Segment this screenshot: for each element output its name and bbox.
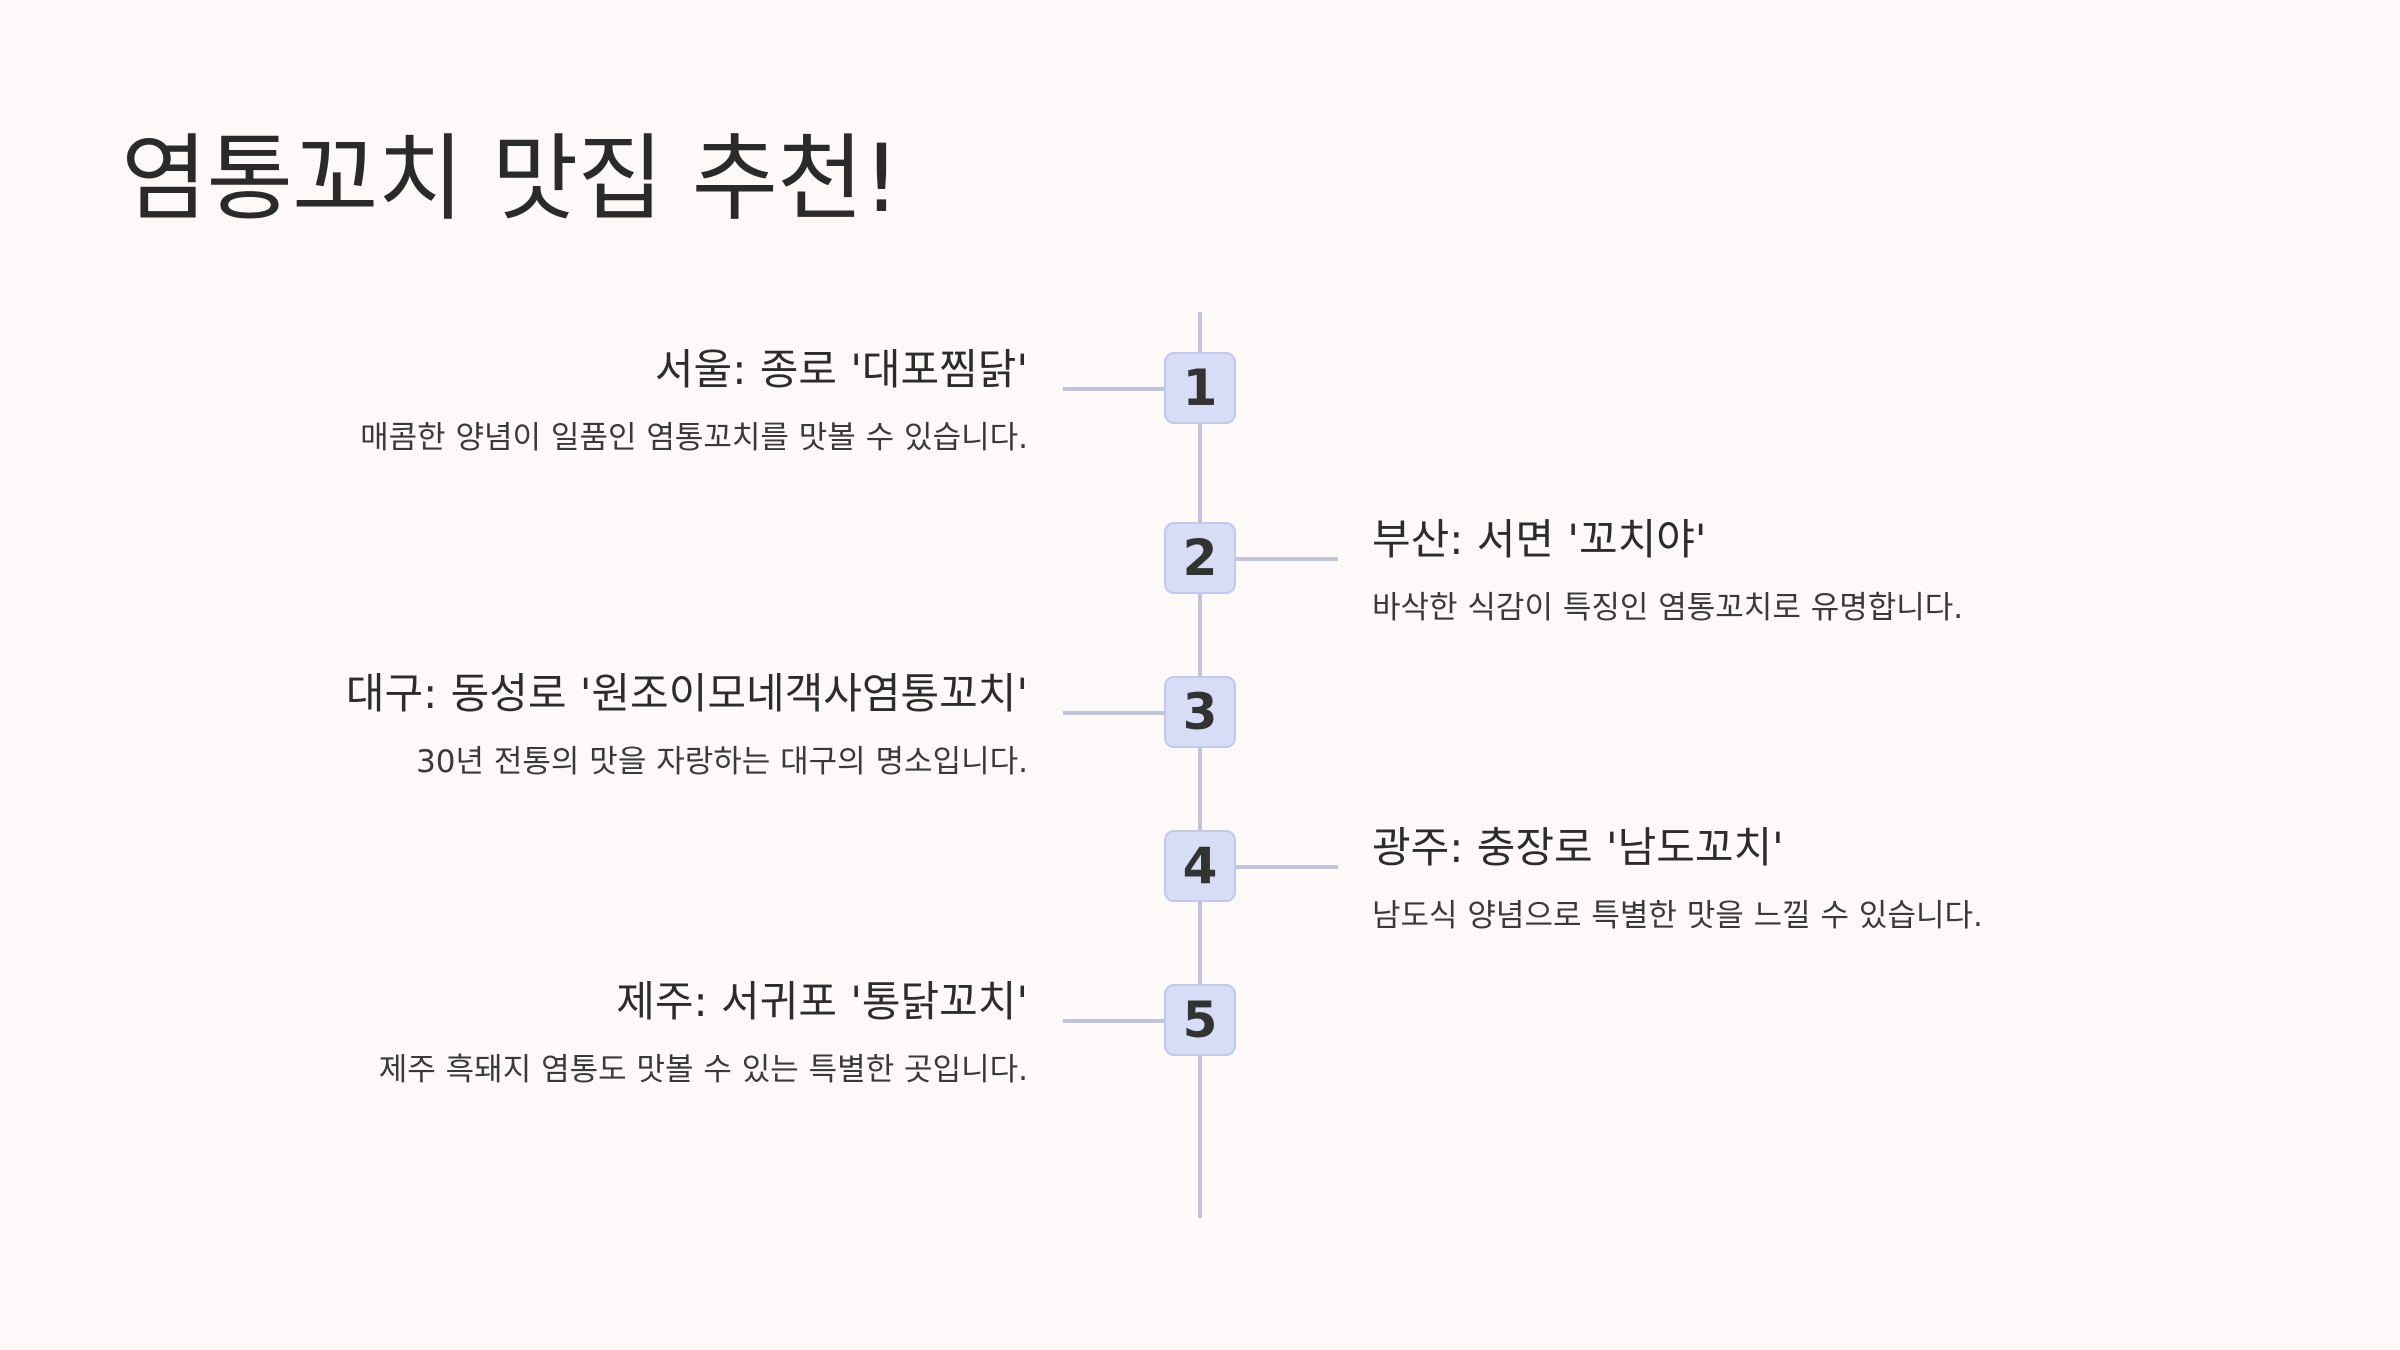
timeline-item-heading: 제주: 서귀포 '통닭꼬치' [616, 977, 1028, 1026]
timeline-item-description: 제주 흑돼지 염통도 맛볼 수 있는 특별한 곳입니다. [378, 1052, 1028, 1089]
timeline-item-2: 부산: 서면 '꼬치야' 바삭한 식감이 특징인 염통꼬치로 유명합니다. [1372, 515, 2132, 627]
timeline-item-1: 서울: 종로 '대포찜닭' 매콤한 양념이 일품인 염통꼬치를 맛볼 수 있습니… [268, 345, 1028, 457]
timeline-marker-1: 1 [1164, 352, 1236, 424]
timeline-marker-5: 5 [1164, 984, 1236, 1056]
timeline-item-5: 제주: 서귀포 '통닭꼬치' 제주 흑돼지 염통도 맛볼 수 있는 특별한 곳입… [268, 977, 1028, 1089]
timeline-connector-5 [1063, 1019, 1165, 1023]
timeline-item-4: 광주: 충장로 '남도꼬치' 남도식 양념으로 특별한 맛을 느낄 수 있습니다… [1372, 823, 2132, 935]
timeline-item-heading: 서울: 종로 '대포찜닭' [654, 345, 1028, 394]
timeline-marker-4: 4 [1164, 830, 1236, 902]
timeline-item-3: 대구: 동성로 '원조이모네객사염통꼬치' 30년 전통의 맛을 자랑하는 대구… [268, 669, 1028, 781]
timeline-connector-1 [1063, 387, 1165, 391]
timeline-connector-4 [1236, 865, 1338, 869]
timeline-connector-2 [1236, 557, 1338, 561]
timeline-item-description: 30년 전통의 맛을 자랑하는 대구의 명소입니다. [416, 744, 1028, 781]
timeline-marker-3: 3 [1164, 676, 1236, 748]
timeline-item-heading: 부산: 서면 '꼬치야' [1372, 515, 1707, 564]
timeline-item-heading: 대구: 동성로 '원조이모네객사염통꼬치' [345, 669, 1028, 718]
page-title: 염통꼬치 맛집 추천! [121, 125, 900, 234]
timeline-item-heading: 광주: 충장로 '남도꼬치' [1372, 823, 1784, 872]
timeline-item-description: 바삭한 식감이 특징인 염통꼬치로 유명합니다. [1372, 590, 1964, 627]
timeline-marker-2: 2 [1164, 522, 1236, 594]
timeline-axis [1198, 312, 1202, 1218]
timeline-connector-3 [1063, 711, 1165, 715]
timeline-item-description: 남도식 양념으로 특별한 맛을 느낄 수 있습니다. [1372, 898, 1983, 935]
timeline-item-description: 매콤한 양념이 일품인 염통꼬치를 맛볼 수 있습니다. [360, 420, 1028, 457]
